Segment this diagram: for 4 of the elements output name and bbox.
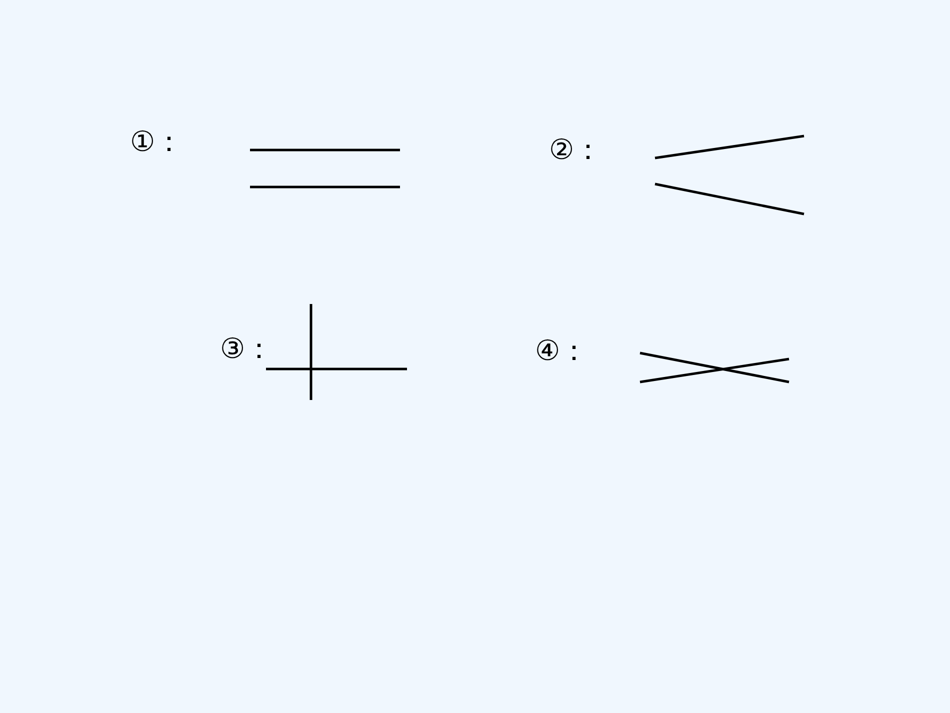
- figure-number: ③：: [220, 333, 273, 365]
- figure-number: ②：: [549, 134, 602, 166]
- figure-number: ④：: [535, 335, 588, 367]
- figure-number: ①：: [130, 126, 183, 158]
